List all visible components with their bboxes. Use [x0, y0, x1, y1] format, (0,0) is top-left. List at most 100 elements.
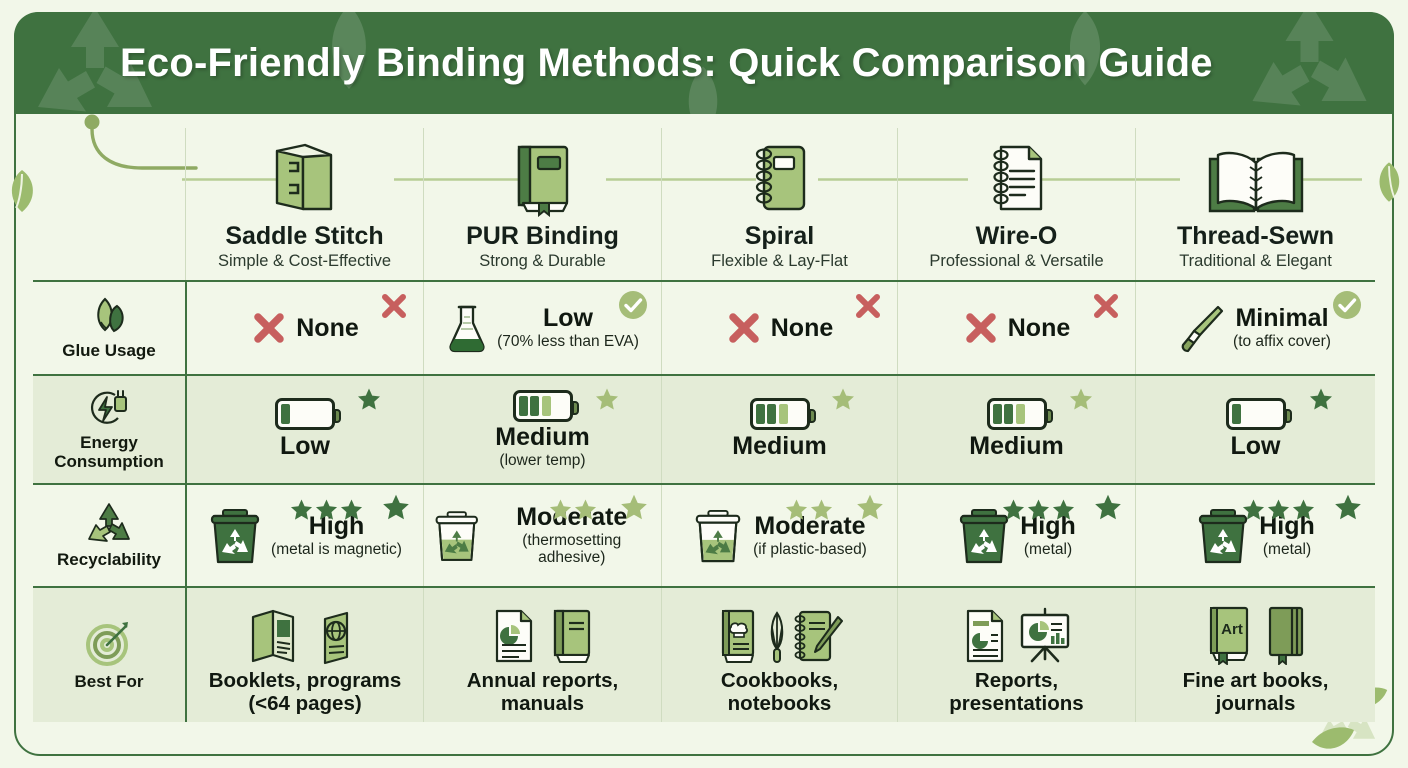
column-header-thread-sewn[interactable]: Thread-Sewn Traditional & Elegant	[1135, 128, 1375, 280]
cell-glue-wire-o: None	[897, 282, 1135, 374]
best-for-text: Booklets, programs (<64 pages)	[209, 669, 402, 716]
page-title: Eco-Friendly Binding Methods: Quick Comp…	[120, 40, 1213, 85]
cell-value: None	[770, 313, 834, 342]
row-label-text: Glue Usage	[62, 340, 156, 360]
method-tagline: Strong & Durable	[479, 251, 606, 270]
report-page-icon	[495, 609, 532, 662]
cell-value: Medium	[495, 422, 590, 451]
cell-value: None	[296, 313, 359, 342]
recycling-bin-full-icon	[960, 508, 1009, 563]
cell-sub: (70% less than EVA)	[497, 333, 639, 351]
check-badge-icon	[1333, 291, 1361, 319]
star-icon	[290, 499, 313, 520]
best-for-text: Fine art books, journals	[1183, 669, 1329, 716]
star-icon	[785, 499, 808, 520]
leaf-decoration-icon	[1379, 162, 1400, 202]
star-rating	[785, 498, 833, 521]
best-for-line-1: Annual reports,	[466, 668, 619, 692]
art-book-label: Art	[1221, 621, 1243, 638]
battery-icon	[275, 398, 341, 430]
row-label-text: Best For	[74, 671, 144, 691]
method-name: Wire-O	[975, 221, 1058, 250]
cell-energy-saddle-stitch: Low	[185, 376, 423, 483]
cookbook-icon	[721, 609, 754, 663]
method-tagline: Professional & Versatile	[929, 251, 1104, 270]
cell-sub: (metal is magnetic)	[271, 540, 402, 558]
hardcover-book-icon	[505, 139, 581, 217]
power-plug-icon	[87, 388, 131, 428]
table-row-energy-consumption: Energy Consumption Low Medium (lower tem…	[33, 374, 1375, 483]
saddle-stitch-booklet-icon	[265, 139, 345, 217]
star-badge-icon	[1310, 388, 1332, 410]
star-icon	[315, 499, 338, 520]
row-label-text: Recyclability	[57, 550, 161, 570]
cell-sub: (if plastic-based)	[753, 540, 867, 558]
leaf-watermark-icon	[1070, 12, 1100, 86]
star-badge-icon	[1070, 388, 1092, 410]
cross-mark-icon	[729, 313, 759, 343]
recycling-bin-full-icon	[210, 508, 260, 563]
star-icon	[1052, 499, 1075, 520]
battery-icon	[512, 389, 579, 422]
column-header-pur-binding[interactable]: PUR Binding Strong & Durable	[423, 128, 661, 280]
star-icon	[1292, 499, 1315, 520]
cross-mark-icon	[966, 313, 996, 343]
column-header-wire-o[interactable]: Wire-O Professional & Versatile	[897, 128, 1135, 280]
corner-cell	[33, 128, 185, 280]
cross-badge-icon	[382, 294, 406, 318]
star-rating	[1242, 498, 1315, 521]
flask-icon	[449, 305, 485, 353]
star-badge-icon	[358, 388, 380, 410]
cell-glue-thread-sewn: Minimal (to affix cover)	[1135, 282, 1375, 374]
method-tagline: Flexible & Lay-Flat	[711, 251, 848, 270]
best-for-line-1: Cookbooks,	[720, 668, 839, 692]
recycling-bin-full-icon	[1199, 508, 1248, 563]
paintbrush-icon	[1181, 305, 1224, 353]
art-book-icon: Art	[1209, 606, 1248, 665]
star-badge-icon	[596, 388, 618, 410]
star-rating	[290, 498, 363, 521]
best-for-icons	[960, 603, 1074, 665]
cell-recyc-pur-binding: Moderate (thermosetting adhesive)	[423, 485, 661, 586]
column-header-spiral[interactable]: Spiral Flexible & Lay-Flat	[661, 128, 897, 280]
star-badge-icon	[857, 494, 883, 520]
cross-badge-icon	[856, 294, 880, 318]
cross-badge-icon	[1094, 294, 1118, 318]
cell-sub: (metal)	[1023, 540, 1073, 558]
method-name: PUR Binding	[466, 221, 619, 250]
best-for-line-2: (<64 pages)	[248, 692, 362, 715]
spiral-notebook-icon	[744, 139, 816, 217]
leaf-watermark-icon	[688, 66, 718, 114]
notebook-pencil-icon	[794, 610, 843, 661]
method-name: Thread-Sewn	[1177, 221, 1334, 250]
row-label-glue-usage: Glue Usage	[33, 282, 185, 374]
bound-book-icon	[553, 609, 590, 663]
recycling-bin-half-icon	[435, 510, 478, 561]
star-icon	[340, 499, 363, 520]
star-badge-icon	[383, 494, 409, 520]
cell-recyc-thread-sewn: High (metal)	[1135, 485, 1375, 586]
cell-value: Low	[280, 432, 330, 460]
cell-sub: (lower temp)	[499, 451, 586, 469]
star-icon	[1027, 499, 1050, 520]
comparison-table: Saddle Stitch Simple & Cost-Effective PU…	[33, 128, 1375, 722]
cell-glue-pur-binding: Low (70% less than EVA)	[423, 282, 661, 374]
best-for-line-1: Reports,	[974, 668, 1059, 692]
star-icon	[810, 499, 833, 520]
star-badge-icon	[832, 388, 854, 410]
recycle-watermark-left-icon	[38, 12, 152, 112]
best-for-icons: Art	[1202, 603, 1310, 665]
cell-glue-saddle-stitch: None	[185, 282, 423, 374]
cell-glue-spiral: None	[661, 282, 897, 374]
star-icon	[574, 499, 597, 520]
cell-bestfor-thread-sewn: Art Fine art books, journals	[1135, 588, 1375, 722]
table-row-glue-usage: Glue Usage None	[33, 280, 1375, 374]
cell-energy-thread-sewn: Low	[1135, 376, 1375, 483]
column-header-saddle-stitch[interactable]: Saddle Stitch Simple & Cost-Effective	[185, 128, 423, 280]
star-rating	[1002, 498, 1075, 521]
cell-bestfor-wire-o: Reports, presentations	[897, 588, 1135, 722]
star-rating	[549, 498, 597, 521]
recycle-watermark-right-icon	[1252, 12, 1367, 106]
row-label-best-for: Best For	[33, 588, 185, 722]
wire-o-document-icon	[981, 139, 1053, 217]
